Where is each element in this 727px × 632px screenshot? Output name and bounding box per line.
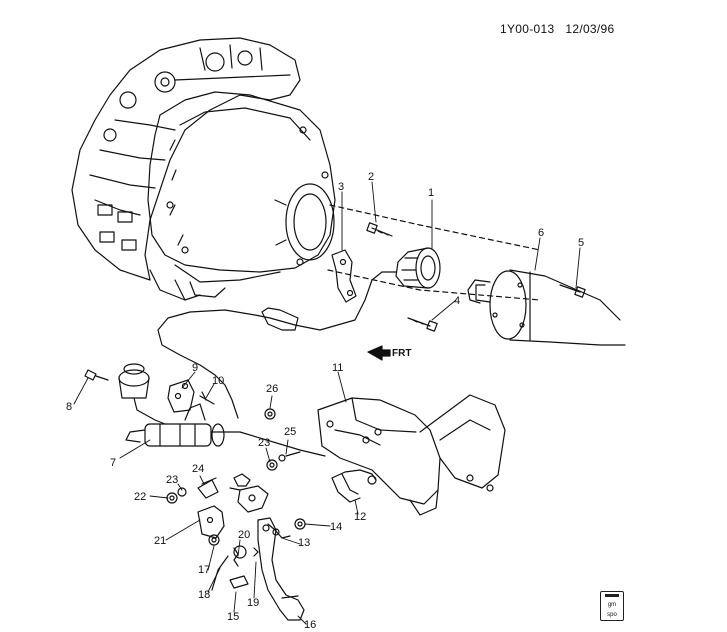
nut-17 bbox=[208, 534, 220, 546]
callout-26: 26 bbox=[266, 383, 279, 395]
pedal-pushrod bbox=[267, 523, 291, 539]
callout-6: 6 bbox=[538, 227, 545, 239]
drawing-id: 1Y00-013 bbox=[500, 22, 555, 36]
pivot-sleeve bbox=[197, 477, 219, 499]
clutch-pedal-arm bbox=[257, 517, 305, 621]
driveshaft-bolt bbox=[559, 284, 586, 298]
support-plate bbox=[197, 505, 225, 539]
callout-22: 22 bbox=[134, 491, 147, 503]
driveshaft-tube bbox=[467, 269, 626, 346]
part-18-link bbox=[211, 555, 229, 591]
callout-19: 19 bbox=[247, 597, 260, 609]
bolt-upper bbox=[366, 222, 393, 237]
badge-line-1: gm bbox=[607, 601, 617, 608]
pedal-bushing bbox=[253, 547, 259, 557]
callout-8: 8 bbox=[66, 401, 73, 413]
badge-bar-icon bbox=[605, 594, 619, 597]
drawing-header: 1Y00-013 12/03/96 bbox=[500, 22, 615, 36]
pedal-tube bbox=[331, 469, 377, 503]
callout-24: 24 bbox=[192, 463, 205, 475]
retainer-clip bbox=[229, 575, 249, 589]
release-fork bbox=[331, 249, 357, 303]
callout-15: 15 bbox=[227, 611, 240, 623]
callout-9: 9 bbox=[192, 362, 199, 374]
bracket-screw bbox=[199, 391, 215, 405]
callout-10: 10 bbox=[212, 375, 225, 387]
reservoir-fitting bbox=[84, 369, 109, 381]
callout-23-lower: 23 bbox=[166, 474, 179, 486]
callout-4: 4 bbox=[454, 295, 461, 307]
hydraulic-line bbox=[157, 307, 299, 419]
front-direction-label: FRT bbox=[392, 348, 412, 359]
nut-23-lower bbox=[177, 487, 187, 497]
transmission-bellhousing bbox=[147, 91, 541, 301]
engine-block bbox=[71, 37, 301, 301]
callout-13: 13 bbox=[298, 537, 311, 549]
assist-spring bbox=[233, 545, 247, 567]
callout-18: 18 bbox=[198, 589, 211, 601]
badge-line-2: spo bbox=[607, 612, 617, 618]
callout-16: 16 bbox=[304, 619, 317, 631]
callout-12: 12 bbox=[354, 511, 367, 523]
pedal-linkage bbox=[229, 431, 326, 513]
washer-26 bbox=[264, 408, 276, 420]
nut-right bbox=[294, 518, 306, 530]
reservoir bbox=[118, 363, 166, 425]
callout-25: 25 bbox=[284, 426, 297, 438]
callout-5: 5 bbox=[578, 237, 585, 249]
leader-lines bbox=[73, 181, 581, 625]
nut-23-upper bbox=[266, 459, 278, 471]
mount-bracket bbox=[167, 379, 195, 413]
callout-20: 20 bbox=[238, 529, 251, 541]
callout-11: 11 bbox=[332, 362, 344, 374]
callout-2: 2 bbox=[368, 171, 375, 183]
nut-22 bbox=[166, 492, 178, 504]
callout-21: 21 bbox=[154, 535, 167, 547]
concentric-slave-cylinder bbox=[294, 247, 441, 331]
pedal-bracket bbox=[317, 394, 506, 516]
callout-17: 17 bbox=[198, 564, 211, 576]
callout-7: 7 bbox=[110, 457, 117, 469]
drawing-date: 12/03/96 bbox=[565, 22, 615, 36]
front-direction-arrow bbox=[367, 345, 391, 361]
callout-3: 3 bbox=[338, 181, 345, 193]
bolt-25 bbox=[278, 451, 301, 462]
gm-spo-badge: gm spo bbox=[600, 591, 624, 621]
callout-14: 14 bbox=[330, 521, 343, 533]
bolt-lower bbox=[407, 317, 438, 332]
callout-23-upper: 23 bbox=[258, 437, 271, 449]
callout-1: 1 bbox=[428, 187, 435, 199]
clutch-master-cylinder bbox=[125, 403, 241, 447]
